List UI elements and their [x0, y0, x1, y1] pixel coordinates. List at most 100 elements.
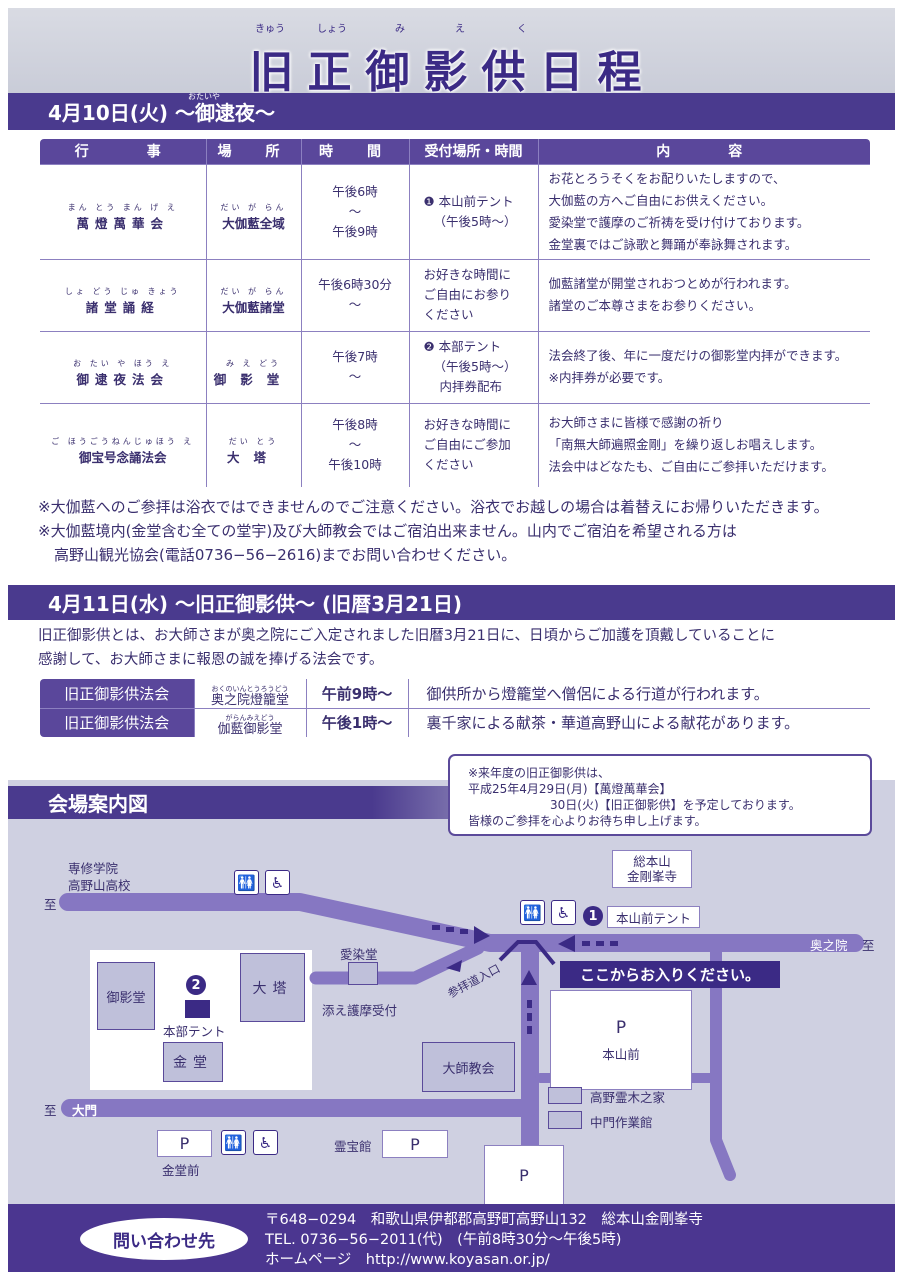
- content-cell: 伽藍諸堂が開堂されおつとめが行われます。諸堂のご本尊さまをお参りください。: [537, 258, 870, 332]
- label-honbu-tent: 本部テント: [163, 1024, 226, 1039]
- reception-text: ください: [423, 457, 474, 473]
- daito-building: 大塔: [240, 953, 305, 1022]
- time-text: ～: [348, 369, 362, 384]
- parking-icon: P: [179, 1134, 190, 1153]
- label-text: 金剛峯寺: [626, 869, 677, 884]
- content-text: 金堂裏ではご詠歌と舞踊が奉詠舞されます。: [548, 236, 798, 252]
- content-text: 法会終了後、年に一度だけの御影堂内拝ができます。: [548, 348, 848, 363]
- description-line: 感謝して、お大師さまに報恩の誠を捧げる法会です。: [38, 652, 384, 668]
- parking-icon: P: [410, 1134, 420, 1154]
- note: ※大伽藍へのご参拝は浴衣ではできませんのでご注意ください。浴衣でお越しの場合は着…: [38, 498, 829, 516]
- parking-icon: P: [615, 1017, 627, 1038]
- description-line: 旧正御影供とは、お大師さまが奥之院にご入定されました旧暦3月21日に、日頃からご…: [38, 628, 776, 644]
- time-text: 午後8時: [332, 417, 378, 433]
- content-text: お花とろうそくをお配りいたしますので、: [548, 170, 786, 186]
- place-cell: だい が らん大伽藍諸堂: [205, 258, 302, 332]
- parking-kondomae: P: [157, 1130, 212, 1157]
- map-heading-text: 会場案内図: [48, 792, 148, 816]
- time-cell: 午後6時30分～: [300, 258, 410, 332]
- label-daimon: 大門: [72, 1103, 98, 1118]
- ruby: ご ほうごうねんじゅほう え: [51, 436, 195, 446]
- col-header: 場 所: [206, 139, 302, 164]
- content-cell: お大師さまに皆様で感謝の祈り「南無大師遍照金剛」を繰り返しお唱えします。法会中は…: [537, 402, 870, 487]
- ruby: だい が らん: [220, 286, 287, 296]
- reception-cell: お好きな時間にご自由にご参加ください: [408, 402, 539, 487]
- place-name: 大伽藍諸堂: [222, 299, 285, 315]
- title-ruby: きゅう しょう み え く: [255, 20, 675, 35]
- label-text: ここからお入りください。: [579, 966, 760, 984]
- time-text: 午後9時: [332, 223, 378, 239]
- ruby: お たい や ほう え: [73, 358, 173, 368]
- kondo-building: 金堂: [163, 1042, 223, 1082]
- parking-reihokan: P: [382, 1130, 448, 1158]
- day1-schedule-table: 行 事 場 所 時 間 受付場所・時間 内 容 まん とう まん げ え萬燈萬華…: [38, 137, 872, 489]
- reception-text: （午後5時～）: [433, 359, 517, 374]
- mieido-building: 御影堂: [97, 962, 155, 1030]
- time-text: ～: [348, 297, 362, 312]
- label-chumon: 中門作業館: [590, 1115, 653, 1130]
- place-name: 大塔: [226, 449, 280, 465]
- label-goma: 添え護摩受付: [322, 1003, 398, 1018]
- place-cell: だい とう大塔: [205, 402, 302, 487]
- day2-heading-text: 4月11日(水) ～旧正御影供～ (旧暦3月21日): [48, 592, 462, 616]
- event-name: 御宝号念誦法会: [78, 449, 167, 465]
- place-name: 大伽藍全域: [222, 216, 285, 231]
- event-cell: しょ どう じゅ きょう諸堂誦経: [40, 258, 207, 332]
- place-cell: がらんみえどう伽藍御影堂: [193, 707, 307, 738]
- table-row: まん とう まん げ え萬燈萬華会 だい が らん大伽藍全域 午後6時～午後9時…: [40, 163, 870, 260]
- content-text: 大伽藍の方へご自由にお供えください。: [548, 192, 774, 208]
- time-text: 午前9時～: [305, 679, 409, 709]
- notice-line: 平成25年4月29日(月)【萬燈萬華会】: [468, 782, 672, 796]
- homepage-link[interactable]: ホームページ http://www.koyasan.or.jp/: [265, 1252, 550, 1268]
- ruby: しょ どう じゅ きょう: [64, 286, 181, 296]
- ruby: み え どう: [225, 358, 282, 368]
- aizendo-building: [348, 962, 378, 985]
- restroom-icon: 🚻: [221, 1130, 246, 1155]
- day2-heading: 4月11日(水) ～旧正御影供～ (旧暦3月21日): [8, 585, 895, 620]
- reception-text: ❷ 本部テント: [423, 339, 502, 354]
- col-header: 行 事: [40, 139, 207, 164]
- event-name: 御逮夜法会: [76, 371, 169, 387]
- place-name: 奥之院燈籠堂: [210, 692, 289, 708]
- label-text: 高野山高校: [68, 878, 131, 893]
- address: 〒648−0294 和歌山県伊都郡高野町高野山132 総本山金剛峯寺: [265, 1212, 703, 1228]
- label-to: 至: [44, 1103, 57, 1118]
- label-school: 専修学院高野山高校: [68, 860, 131, 894]
- ruby: く: [517, 24, 527, 35]
- content-text: 法会中はどなたも、ご自由にご参拝いただけます。: [548, 459, 834, 475]
- label-text: 本山前テント: [615, 910, 691, 926]
- arrow-icon: [446, 960, 462, 972]
- place-name: 伽藍御影堂: [217, 722, 283, 738]
- col-header: 受付場所・時間: [409, 139, 539, 164]
- ruby: み: [395, 24, 405, 35]
- time-text: 午後1時～: [305, 707, 409, 737]
- ruby: きゅう: [255, 24, 285, 35]
- next-year-notice: ※来年度の旧正御影供は、 平成25年4月29日(月)【萬燈萬華会】 30日(火)…: [448, 754, 872, 836]
- day1-heading: 4月10日(火) ～御逮夜～: [8, 93, 895, 130]
- event-cell: ご ほうごうねんじゅほう え御宝号念誦法会: [40, 402, 207, 487]
- time-text: ～: [348, 437, 362, 453]
- label-text: 専修学院: [68, 861, 119, 876]
- ruby: だい とう: [228, 436, 279, 446]
- contact-label: 問い合わせ先: [113, 1231, 215, 1252]
- contact-info: 〒648−0294 和歌山県伊都郡高野町高野山132 総本山金剛峯寺 TEL. …: [265, 1210, 703, 1270]
- ruby: おくのいんとうろうどう: [211, 684, 289, 693]
- label-text: 総本山: [633, 854, 671, 869]
- label-reiboku: 高野霊木之家: [590, 1090, 666, 1105]
- time-text: 午後7時: [332, 349, 378, 364]
- reception-text: ご自由にご参加: [423, 437, 511, 453]
- wheelchair-icon: ♿: [265, 870, 290, 895]
- label-aizendo: 愛染堂: [340, 947, 378, 962]
- kongobuji-box: 総本山金剛峯寺: [612, 850, 692, 888]
- arrow-icon: [521, 970, 537, 985]
- reception-text: ください: [423, 307, 474, 322]
- day2-schedule-table: 旧正御影供法会 おくのいんとうろうどう奥之院燈籠堂 午前9時～ 御供所から燈籠堂…: [38, 677, 872, 739]
- place-cell: だい が らん大伽藍全域: [205, 163, 302, 260]
- label-to: 至: [44, 897, 57, 912]
- reception-text: （午後5時～）: [433, 213, 517, 229]
- time-cell: 午後7時 ～: [300, 330, 410, 404]
- content-text: 「南無大師遍照金剛」を繰り返しお唱えします。: [548, 437, 823, 453]
- note: ※大伽藍境内(金堂含む全ての堂宇)及び大師教会ではご宿泊出来ません。山内でご宿泊…: [38, 522, 737, 540]
- content-text: 御供所から燈籠堂へ僧侶による行道が行われます。: [407, 679, 870, 709]
